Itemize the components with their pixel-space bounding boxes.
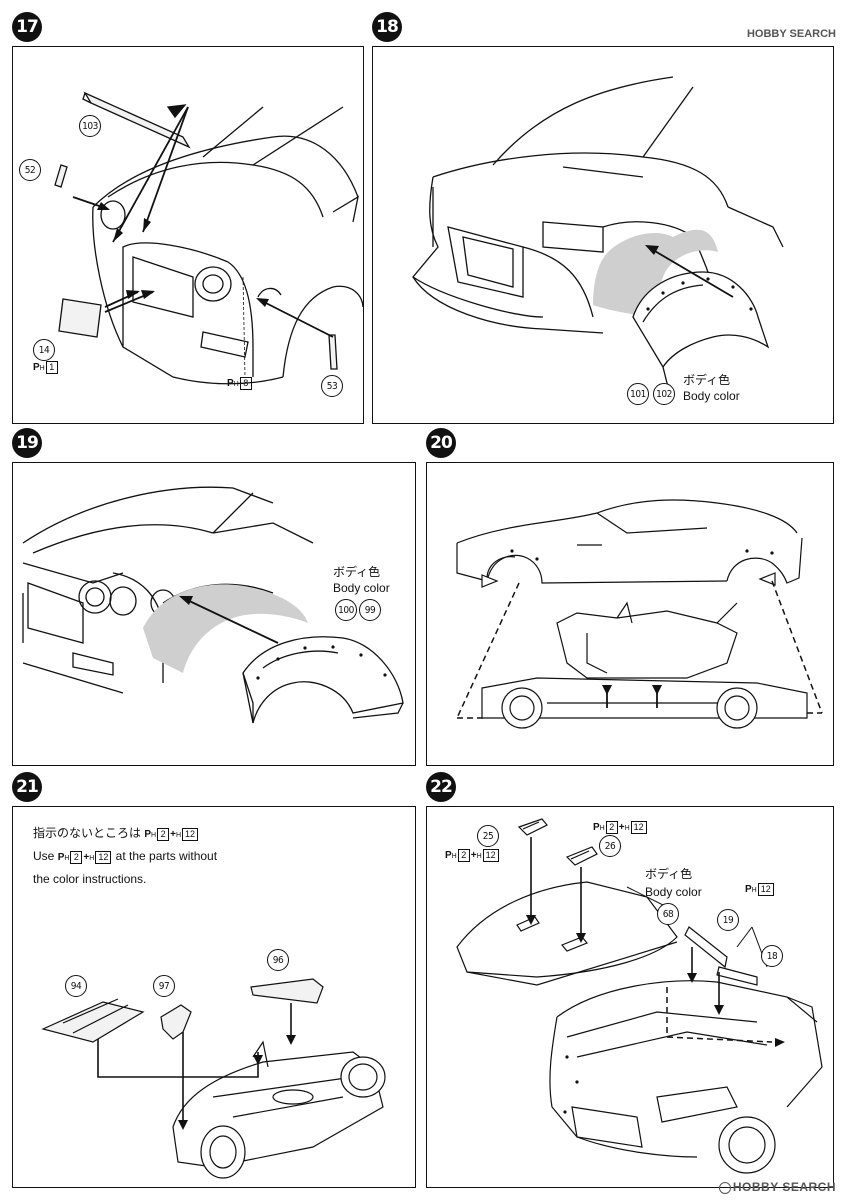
part-68-label: 68: [657, 903, 679, 925]
part-103-label: 103: [79, 115, 101, 137]
part-96-label: 96: [267, 949, 289, 971]
body-color-en-18: Body color: [683, 389, 740, 403]
part-94-label: 94: [65, 975, 87, 997]
step-18-drawing: [412, 76, 784, 388]
step-18-badge: 18: [372, 12, 402, 42]
part-25-label: 25: [477, 825, 499, 847]
part-26-label: 26: [599, 835, 621, 857]
step-21-drawing: [41, 978, 386, 1179]
bottom-watermark: HOBBY SEARCH: [718, 1180, 836, 1194]
part-97-label: 97: [153, 975, 175, 997]
part-14-label: 14: [33, 339, 55, 361]
body-color-en-19: Body color: [333, 581, 390, 595]
body-color-jp-18: ボディ色: [683, 373, 731, 387]
hobby-search-logo-icon: [718, 1181, 731, 1194]
step-19-badge: 19: [12, 428, 42, 458]
step-21-badge: 21: [12, 772, 42, 802]
body-color-jp-19: ボディ色: [333, 565, 381, 579]
part-101-label: 101: [627, 383, 649, 405]
step-19-panel: ボディ色 Body color 100 99: [12, 462, 416, 766]
step-22-drawing: [456, 818, 823, 1174]
step-17-badge: 17: [12, 12, 42, 42]
body-color-jp-22: ボディ色: [645, 867, 693, 881]
header-watermark: HOBBY SEARCH: [746, 28, 836, 40]
step-20-drawing: [456, 499, 823, 729]
part-99-label: 99: [359, 599, 381, 621]
body-color-en-22: Body color: [645, 885, 702, 899]
step-20-panel: [426, 462, 834, 766]
part-100-label: 100: [335, 599, 357, 621]
part-19-label: 19: [717, 909, 739, 931]
step-20-badge: 20: [426, 428, 456, 458]
step-22-badge: 22: [426, 772, 456, 802]
step-17-drawing: [54, 91, 363, 385]
part-52-label: 52: [19, 159, 41, 181]
step-19-drawing: [22, 486, 404, 724]
part-53-label: 53: [321, 375, 343, 397]
part-18-label: 18: [761, 945, 783, 967]
step-18-panel: 101 102 ボディ色 Body color: [372, 46, 834, 424]
part-102-label: 102: [653, 383, 675, 405]
